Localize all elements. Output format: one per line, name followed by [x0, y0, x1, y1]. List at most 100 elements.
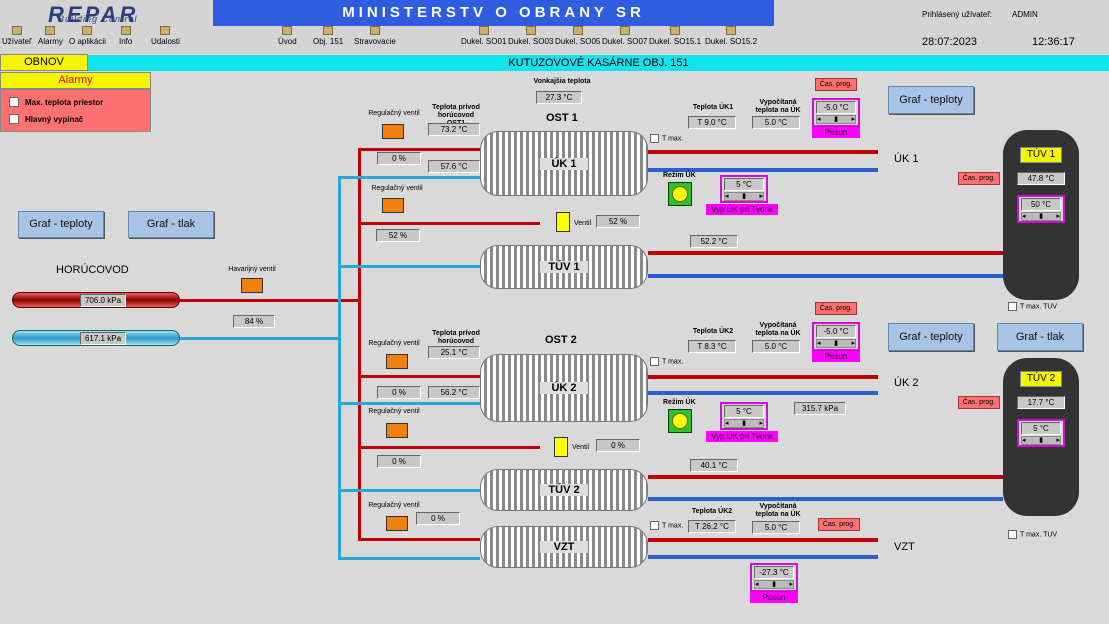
vyp-button[interactable]: Vyp.ÚK pri Tvonk: [706, 431, 778, 442]
info-icon: [120, 26, 131, 35]
checkbox[interactable]: [9, 114, 19, 124]
slider[interactable]: ◂▮▸: [816, 339, 856, 348]
nav-so01[interactable]: Dukel. SO01: [461, 26, 506, 46]
building-icon: [670, 26, 681, 35]
alarm-item[interactable]: Max. teplota priestor: [9, 97, 103, 107]
nav-so03[interactable]: Dukel. SO03: [508, 26, 553, 46]
nav-stravovacie[interactable]: Stravovacie: [354, 26, 396, 46]
regime-label: Režim ÚK: [663, 172, 696, 179]
nav-about[interactable]: O aplikácii: [69, 26, 106, 46]
return-temp-value: 56.2 °C: [428, 386, 480, 399]
valve-label: Ventil: [572, 444, 590, 451]
pipe: [648, 538, 878, 542]
pipe: [358, 148, 361, 541]
clock-icon[interactable]: [668, 409, 692, 433]
vyp-control[interactable]: 5 °C ◂▮▸: [720, 175, 768, 203]
posun-control[interactable]: -5.0 °C ◂▮▸: [812, 322, 860, 351]
emergency-valve[interactable]: [241, 278, 263, 293]
time-program-button[interactable]: Čas. prog.: [815, 302, 857, 315]
slider[interactable]: ◂▮▸: [1021, 436, 1061, 445]
reg-valve-ost2[interactable]: [386, 354, 408, 369]
pipe: [648, 497, 1003, 501]
tmax-checkbox[interactable]: T max.: [650, 134, 683, 143]
nav-so07[interactable]: Dukel. SO07: [602, 26, 647, 46]
events-icon: [160, 26, 171, 35]
emergency-valve-label: Havarijný ventil: [228, 266, 276, 273]
valve-label: Ventil: [574, 220, 592, 227]
nav-alarms[interactable]: Alarmy: [38, 26, 63, 46]
tmax-checkbox[interactable]: T max.: [650, 357, 683, 366]
reg-valve-label: Regulačný ventil: [368, 340, 420, 347]
posun-control[interactable]: -5.0 °C ◂▮▸: [812, 98, 860, 127]
ministry-banner: MINISTERSTV O OBRANY SR: [213, 0, 774, 26]
pump-icon[interactable]: [554, 437, 568, 457]
nav-user[interactable]: Užívateľ: [2, 26, 31, 46]
pipe: [340, 265, 480, 268]
nav-so151[interactable]: Dukel. SO15.1: [649, 26, 701, 46]
pressure-value: 315.7 kPa: [794, 402, 846, 415]
vzt-temp-label: Teplota ÚK2: [691, 508, 733, 515]
reg-valve-ost2-tuv[interactable]: [386, 423, 408, 438]
reg-valve-ost1-tuv[interactable]: [382, 198, 404, 213]
logo: REPAR: [48, 2, 139, 27]
supply-temp-value: 73.2 °C: [428, 123, 480, 136]
time-program-button[interactable]: Čas. prog.: [958, 172, 1000, 185]
nav-events[interactable]: Udalosti: [151, 26, 180, 46]
uk2-temp-value: T 8.3 °C: [688, 340, 736, 353]
graph-temp-button[interactable]: Graf - teploty: [18, 211, 104, 238]
alarms-header: Alarmy: [0, 72, 151, 89]
posun-button[interactable]: Posun: [750, 592, 798, 603]
graph-temp-button[interactable]: Graf - teploty: [888, 323, 974, 351]
nav-so152[interactable]: Dukel. SO15.2: [705, 26, 757, 46]
tmax-tuv-checkbox[interactable]: T max. TUV: [1008, 302, 1057, 311]
time-program-button[interactable]: Čas. prog.: [818, 518, 860, 531]
posun-button[interactable]: Posun: [812, 127, 860, 138]
nav-info[interactable]: Info: [119, 26, 132, 46]
pipe: [648, 251, 1003, 255]
slider[interactable]: ◂▮▸: [816, 115, 856, 124]
pipe: [648, 274, 1003, 278]
calc-temp-label: Vypočítaná teplota na ÚK: [755, 99, 801, 114]
posun-button[interactable]: Posun: [812, 351, 860, 362]
clock-icon[interactable]: [668, 182, 692, 206]
building-icon: [323, 26, 334, 35]
pump-icon[interactable]: [556, 212, 570, 232]
home-icon: [282, 26, 293, 35]
nav-obj151[interactable]: Obj. 151: [313, 26, 343, 46]
user-value: ADMIN: [1012, 10, 1038, 19]
time-program-button[interactable]: Čas. prog.: [958, 396, 1000, 409]
pipe: [340, 402, 480, 405]
slider[interactable]: ◂▮▸: [724, 192, 764, 201]
graph-temp-button[interactable]: Graf - teploty: [888, 86, 974, 114]
tuv2-set-control[interactable]: 5 °C ◂▮▸: [1017, 419, 1065, 447]
checkbox[interactable]: [9, 97, 19, 107]
vyp-button[interactable]: Vyp.ÚK pri Tvonk: [706, 204, 778, 215]
alarms-panel: Max. teplota priestor Hlavný vypínač: [0, 89, 151, 132]
tuv2-temp-value: 40.1 °C: [690, 459, 738, 472]
alarm-item[interactable]: Hlavný vypínač: [9, 114, 83, 124]
graph-pressure-button[interactable]: Graf - tlak: [997, 323, 1083, 351]
emergency-valve-value: 84 %: [233, 315, 275, 328]
time-program-button[interactable]: Čas. prog.: [815, 78, 857, 91]
reg-valve-value: 52 %: [376, 229, 420, 242]
slider[interactable]: ◂▮▸: [754, 580, 794, 589]
supply-temp-value: 25.1 °C: [428, 346, 480, 359]
slider[interactable]: ◂▮▸: [1021, 212, 1061, 221]
horucovod-label: HORÚCOVOD: [56, 264, 129, 276]
pipe: [340, 176, 480, 179]
slider[interactable]: ◂▮▸: [724, 419, 764, 428]
posun-control[interactable]: -27.3 °C ◂▮▸: [750, 563, 798, 592]
tuv1-tank: TÚV 1: [480, 245, 648, 289]
calc-temp-value: 5.0 °C: [752, 116, 800, 129]
nav-so05[interactable]: Dukel. SO05: [555, 26, 600, 46]
refresh-button[interactable]: OBNOV: [0, 54, 88, 71]
tmax-checkbox[interactable]: T max.: [650, 521, 683, 530]
tmax-tuv-checkbox[interactable]: T max. TUV: [1008, 530, 1057, 539]
nav-home[interactable]: Úvod: [278, 26, 297, 46]
graph-pressure-button[interactable]: Graf - tlak: [128, 211, 214, 238]
reg-valve-vzt[interactable]: [386, 516, 408, 531]
reg-valve-ost1[interactable]: [382, 124, 404, 139]
vyp-control[interactable]: 5 °C ◂▮▸: [720, 402, 768, 430]
outdoor-value: 27.3 °C: [536, 91, 582, 104]
tuv1-set-control[interactable]: 50 °C ◂▮▸: [1017, 195, 1065, 223]
